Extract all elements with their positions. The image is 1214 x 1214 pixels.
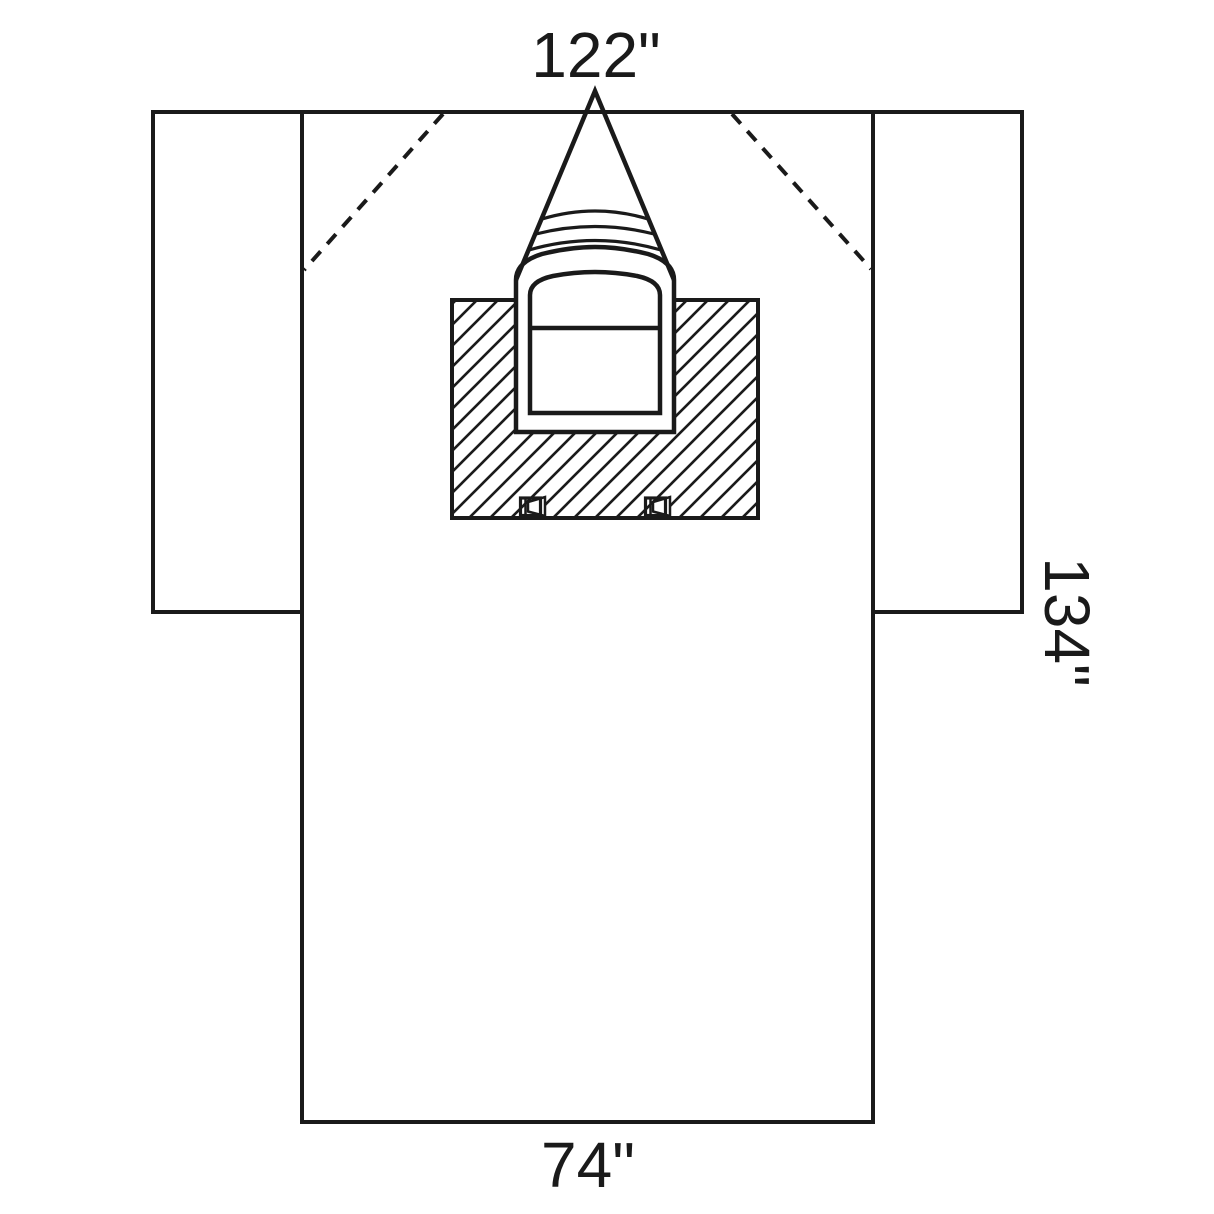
- dimension-label-top: 122": [531, 19, 661, 91]
- drape-right-wing-outline: [871, 110, 1024, 614]
- dimension-label-bottom: 74": [541, 1129, 635, 1201]
- fold-line-right: [730, 112, 873, 271]
- pouch-inner-outline: [527, 269, 663, 416]
- funnel-gather-arcs: [528, 209, 662, 252]
- tube-holder-right-icon: [643, 495, 672, 518]
- gather-arc-1: [541, 209, 649, 221]
- dimension-label-side: 134": [1031, 557, 1103, 687]
- gather-arc-2: [535, 224, 655, 236]
- drape-left-wing-outline: [151, 110, 304, 614]
- tube-holder-left-icon: [518, 495, 547, 518]
- fold-line-left: [302, 112, 445, 272]
- gather-arc-3: [528, 238, 662, 252]
- funnel-cone-outline: [513, 85, 677, 281]
